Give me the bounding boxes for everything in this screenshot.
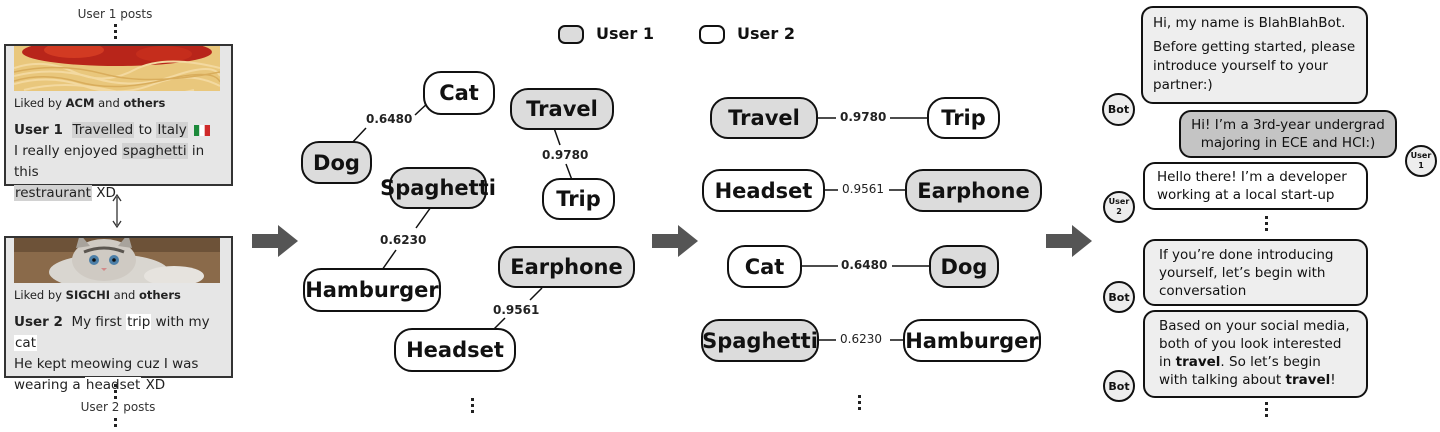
weight-travel-trip: 0.9780 (542, 148, 589, 162)
user2-post-text: User 2 My first trip with my cat He kept… (14, 314, 210, 393)
match-left-headset: Headset (702, 169, 825, 212)
bot-message-topic: Based on your social media, both of you … (1143, 310, 1368, 398)
user1-author: User 1 (14, 122, 63, 138)
bot-avatar: Bot (1103, 281, 1135, 313)
kitten-image (14, 238, 220, 283)
topic-travel: travel (1175, 354, 1221, 370)
arrow-right-icon (1046, 225, 1092, 257)
node-travel: Travel (510, 88, 614, 130)
match-score-spaghetti-hamburger: 0.6230 (840, 332, 882, 346)
bot-avatar: Bot (1102, 93, 1135, 126)
match-right-hamburger: Hamburger (903, 319, 1041, 362)
weight-cat-dog: 0.6480 (366, 112, 413, 126)
bot-avatar: Bot (1103, 370, 1135, 402)
user1-liked-by: Liked by ACM and others (14, 96, 166, 110)
match-right-earphone: Earphone (905, 169, 1042, 212)
user1-message: Hi! I’m a 3rd-year undergrad majoring in… (1179, 110, 1397, 158)
chat-ellipsis-bottom (1265, 402, 1269, 420)
node-trip: Trip (542, 178, 615, 220)
spaghetti-image (14, 46, 220, 91)
keyword-italy: Italy (156, 122, 188, 138)
match-left-cat: Cat (727, 245, 802, 288)
ellipsis-top (114, 24, 118, 42)
keyword-trip: trip (126, 314, 152, 330)
arrow-right-icon (252, 225, 298, 257)
node-dog: Dog (301, 141, 372, 184)
match-right-trip: Trip (927, 97, 1000, 139)
match-left-travel: Travel (710, 97, 818, 139)
user1-posts-caption: User 1 posts (77, 7, 153, 21)
user1-post-card[interactable]: Liked by ACM and others User 1 Travelled… (4, 44, 233, 201)
user2-author: User 2 (14, 314, 63, 330)
node-cat: Cat (423, 71, 495, 115)
italy-flag-icon (194, 122, 211, 136)
weight-earphone-headset: 0.9561 (493, 303, 540, 317)
matches-ellipsis (858, 395, 862, 413)
keyword-headset: headset (84, 377, 142, 393)
user1-post-text: User 1 Travelled to Italy I really enjoy… (14, 120, 229, 204)
user2-posts-caption: User 2 posts (80, 400, 156, 414)
legend-user2-label: User 2 (737, 24, 795, 43)
match-score-cat-dog: 0.6480 (841, 258, 888, 272)
legend-user1-swatch (558, 25, 584, 44)
keyword-restaurant: restraurant (14, 185, 92, 201)
match-score-travel-trip: 0.9780 (840, 110, 887, 124)
node-hamburger: Hamburger (303, 268, 441, 312)
bot-message-begin: If you’re done introducing yourself, let… (1143, 239, 1368, 306)
keyword-cat: cat (14, 335, 37, 351)
user2-post-card[interactable]: Liked by SIGCHI and others User 2 My fir… (4, 236, 233, 393)
node-spaghetti: Spaghetti (380, 167, 496, 209)
legend-user1-label: User 1 (596, 24, 654, 43)
chat-ellipsis (1265, 216, 1269, 234)
node-headset: Headset (394, 328, 516, 372)
node-earphone: Earphone (498, 246, 635, 288)
double-arrow-icon (110, 193, 124, 233)
match-left-spaghetti: Spaghetti (701, 319, 819, 362)
match-score-headset-earphone: 0.9561 (842, 182, 884, 196)
user2-message: Hello there! I’m a developer working at … (1143, 162, 1368, 210)
weight-spaghetti-hamburger: 0.6230 (380, 233, 427, 247)
match-right-dog: Dog (929, 245, 999, 288)
keyword-spaghetti: spaghetti (121, 143, 188, 159)
graph-ellipsis (471, 398, 475, 416)
keyword-travelled: Travelled (71, 122, 135, 138)
legend-user2-swatch (699, 25, 725, 44)
arrow-right-icon (652, 225, 698, 257)
bot-message-intro: Hi, my name is BlahBlahBot. Before getti… (1141, 6, 1368, 104)
topic-travel: travel (1285, 372, 1331, 388)
ellipsis-bottom (114, 384, 118, 402)
ellipsis-bottom-tail (114, 418, 118, 430)
user2-liked-by: Liked by SIGCHI and others (14, 288, 181, 302)
